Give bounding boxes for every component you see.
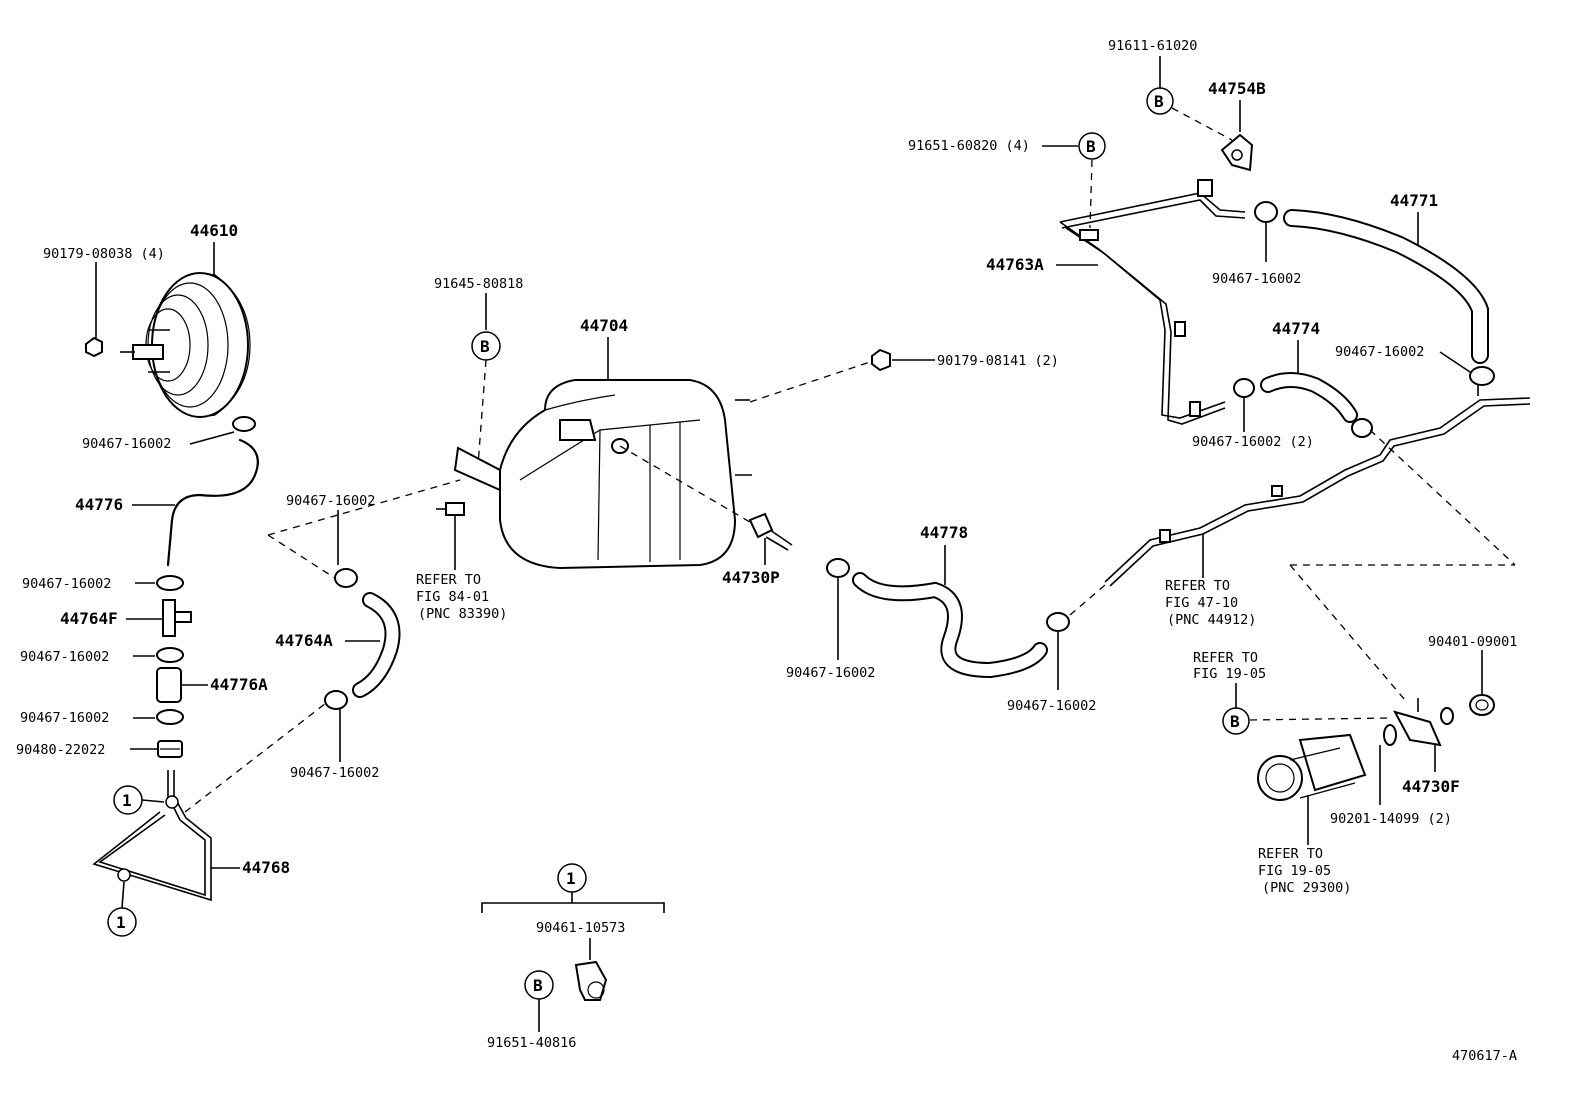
canister-44704 xyxy=(453,379,752,570)
ref-fig84-line1: REFER TO xyxy=(416,572,481,588)
figure-id: 470617-A xyxy=(1452,1048,1517,1064)
label-90467-i: 90467-16002 xyxy=(1212,271,1301,287)
label-44764F: 44764F xyxy=(60,609,118,628)
callout-b-91651-60820 xyxy=(1078,132,1106,160)
label-91651-40816: 91651-40816 xyxy=(487,1035,576,1051)
label-90179-08141: 90179-08141 (2) xyxy=(937,353,1059,369)
hose-44776 xyxy=(166,438,259,567)
callout-b-91651-40816-text: B xyxy=(533,976,543,995)
valve-44730P xyxy=(748,512,793,551)
callout-b-91651-60820-text: B xyxy=(1086,137,1096,156)
callout-1-group-text: 1 xyxy=(566,869,576,888)
label-44610: 44610 xyxy=(190,221,238,240)
ref-fig47-line2: FIG 47-10 xyxy=(1165,595,1238,611)
label-44776: 44776 xyxy=(75,495,123,514)
label-90467-j: 90467-16002 xyxy=(1335,344,1424,360)
nut-90179-08038 xyxy=(85,262,103,358)
clamp-90467-g xyxy=(826,558,850,578)
valve-44730F xyxy=(1383,698,1442,747)
clamp-90467-k2 xyxy=(1351,418,1373,438)
washer-90401 xyxy=(1440,707,1454,725)
bracket-44754B xyxy=(1220,133,1254,172)
group-bracket xyxy=(481,902,665,913)
ref-fig47-line3: (PNC 44912) xyxy=(1167,612,1256,628)
label-90480: 90480-22022 xyxy=(16,742,105,758)
clamp-90467-e xyxy=(334,568,358,588)
clamp-90467-h xyxy=(1046,612,1070,632)
clip-90461 xyxy=(574,960,608,1001)
ref-fig19b-line2: FIG 19-05 xyxy=(1258,863,1331,879)
callout-1-a-text: 1 xyxy=(122,791,132,810)
label-44776A: 44776A xyxy=(210,675,268,694)
clamp-90467-k1 xyxy=(1233,378,1255,398)
label-90461: 90461-10573 xyxy=(536,920,625,936)
label-44778: 44778 xyxy=(920,523,968,542)
callout-b-fig19 xyxy=(1222,707,1250,735)
label-90467-c: 90467-16002 xyxy=(20,649,109,665)
label-44774: 44774 xyxy=(1272,319,1320,338)
hose-44776A xyxy=(156,667,182,703)
clamp-90467-c xyxy=(156,647,184,663)
label-90467-b: 90467-16002 xyxy=(22,576,111,592)
callout-b-91645-text: B xyxy=(480,337,490,356)
label-90179-08038: 90179-08038 (4) xyxy=(43,246,165,262)
ref-fig19b-line3: (PNC 29300) xyxy=(1262,880,1351,896)
label-44764A: 44764A xyxy=(275,631,333,650)
ref-fig47-line1: REFER TO xyxy=(1165,578,1230,594)
pipe-44768 xyxy=(92,770,212,902)
callout-b-91611-text: B xyxy=(1154,92,1164,111)
sensor-fig84 xyxy=(436,502,465,516)
label-91611: 91611-61020 xyxy=(1108,38,1197,54)
callout-b-91611 xyxy=(1146,87,1174,115)
pipe-44763A xyxy=(1059,179,1246,425)
clamp-90467-a xyxy=(232,416,256,432)
clamp-90467-i xyxy=(1254,201,1278,223)
tee-44764F xyxy=(162,599,192,637)
label-90467-g: 90467-16002 xyxy=(786,665,875,681)
ref-fig84-line3: (PNC 83390) xyxy=(418,606,507,622)
label-44730P: 44730P xyxy=(722,568,780,587)
label-44768: 44768 xyxy=(242,858,290,877)
ref-fig19b-line1: REFER TO xyxy=(1258,846,1323,862)
label-90201: 90201-14099 (2) xyxy=(1330,811,1452,827)
label-44730F: 44730F xyxy=(1402,777,1460,796)
label-90467-d: 90467-16002 xyxy=(20,710,109,726)
callout-b-fig19-text: B xyxy=(1230,712,1240,731)
label-90467-h: 90467-16002 xyxy=(1007,698,1096,714)
label-44754B: 44754B xyxy=(1208,79,1266,98)
label-90467-e: 90467-16002 xyxy=(286,493,375,509)
nut-90179-08141 xyxy=(871,348,891,372)
label-90401: 90401-09001 xyxy=(1428,634,1517,650)
ref-fig19a-line2: FIG 19-05 xyxy=(1193,666,1266,682)
actuator-fig19 xyxy=(1257,733,1367,801)
callout-1-b-text: 1 xyxy=(116,913,126,932)
pipe-fig47 xyxy=(1104,385,1531,587)
label-44704: 44704 xyxy=(580,316,628,335)
label-91651-60820: 91651-60820 (4) xyxy=(908,138,1030,154)
label-44763A: 44763A xyxy=(986,255,1044,274)
brake-booster-44610 xyxy=(120,272,251,418)
clamp-90467-d xyxy=(156,709,184,725)
grommet-90480 xyxy=(157,740,183,758)
label-90467-k: 90467-16002 (2) xyxy=(1192,434,1314,450)
label-91645: 91645-80818 xyxy=(434,276,523,292)
label-90467-a: 90467-16002 xyxy=(82,436,171,452)
ref-fig84-line2: FIG 84-01 xyxy=(416,589,489,605)
label-44771: 44771 xyxy=(1390,191,1438,210)
label-90467-f: 90467-16002 xyxy=(290,765,379,781)
clamp-90467-j xyxy=(1469,366,1495,386)
clamp-90467-f xyxy=(324,690,348,710)
clamp-90467-b xyxy=(156,575,184,591)
ref-fig19a-line1: REFER TO xyxy=(1193,650,1258,666)
cap-90401 xyxy=(1469,694,1495,716)
